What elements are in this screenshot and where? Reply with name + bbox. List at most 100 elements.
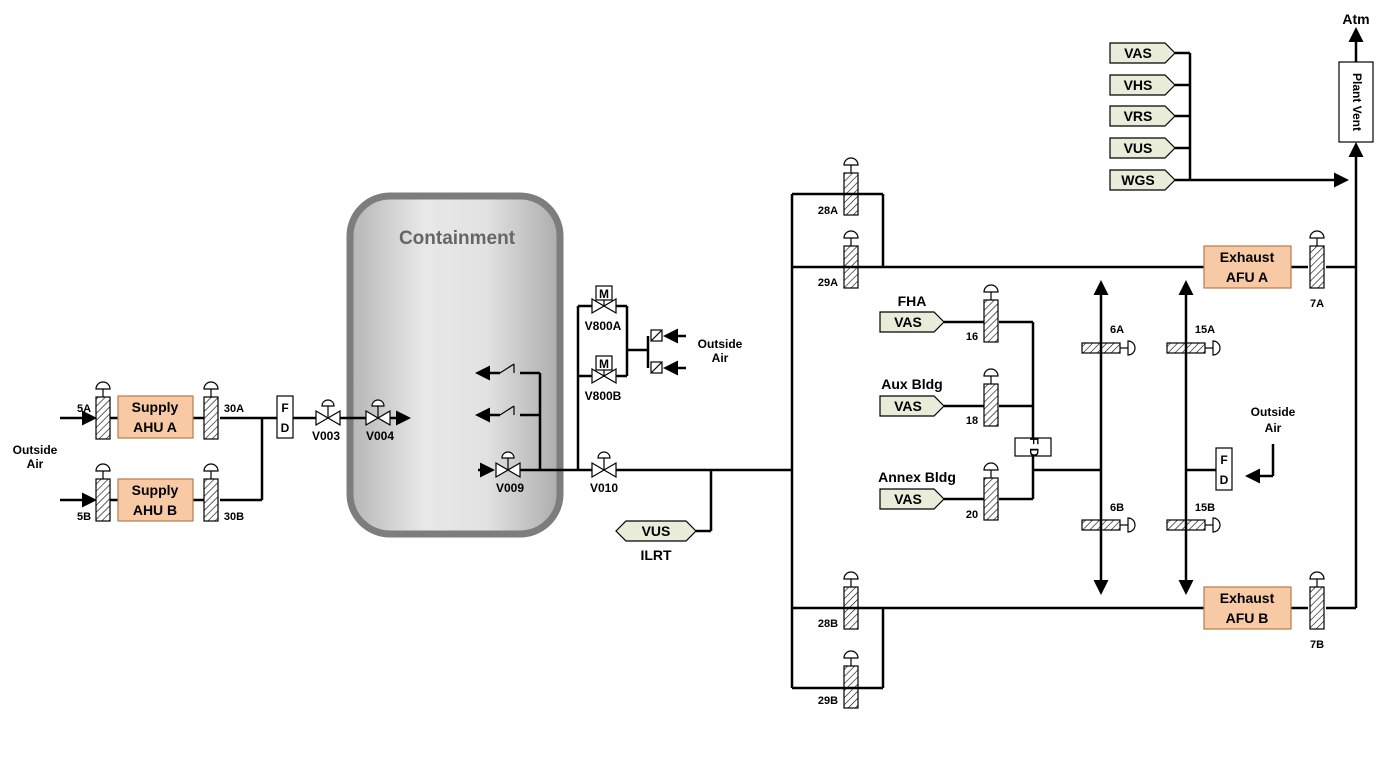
fire-damper-right: F D bbox=[1215, 447, 1233, 491]
damper-20-label: 20 bbox=[966, 509, 978, 521]
containment-vessel bbox=[346, 192, 564, 538]
valve-v800a-label: V800A bbox=[585, 319, 622, 333]
valve-v800a: V800A bbox=[585, 297, 622, 333]
damper-18-label: 18 bbox=[966, 415, 978, 427]
exhaust-afu-b-line1: Exhaust bbox=[1220, 590, 1275, 606]
ilrt-label: ILRT bbox=[640, 547, 672, 563]
valve-v800b-label: V800B bbox=[585, 389, 622, 403]
motor-b-label: M bbox=[599, 357, 609, 371]
damper-29b-label: 29B bbox=[818, 695, 838, 707]
area-annex-tag: VAS bbox=[894, 491, 922, 507]
area-annex-label: Annex Bldg bbox=[878, 469, 956, 485]
motor-operator-a: M bbox=[595, 285, 613, 306]
damper-15b-label: 15B bbox=[1195, 502, 1215, 514]
valve-v003: V003 bbox=[312, 399, 341, 443]
pipes bbox=[60, 27, 1364, 690]
vent-tag-vus-text: VUS bbox=[1124, 140, 1153, 156]
exhaust-afu-a: Exhaust AFU A bbox=[1203, 245, 1292, 289]
plant-vent-label: Plant Vent bbox=[1350, 73, 1364, 131]
supply-ahu-b-line1: Supply bbox=[132, 482, 179, 498]
motor-a-label: M bbox=[599, 287, 609, 301]
valve-v003-label: V003 bbox=[312, 429, 340, 443]
damper-20: 20 bbox=[966, 462, 999, 521]
area-aux-label: Aux Bldg bbox=[881, 376, 942, 392]
area-tag-annex: Annex Bldg VAS bbox=[878, 469, 956, 510]
damper-5a: 5A bbox=[77, 381, 111, 440]
supply-ahu-b-line2: AHU B bbox=[133, 502, 177, 518]
damper-29a: 29A bbox=[818, 230, 859, 289]
valve-v009: V009 bbox=[495, 451, 524, 495]
vent-tag-vhs-text: VHS bbox=[1124, 77, 1153, 93]
fire-damper-area: F D bbox=[1014, 437, 1052, 457]
supply-ahu-b: Supply AHU B bbox=[117, 478, 194, 522]
area-tag-fha: FHA VAS bbox=[879, 293, 945, 333]
ilrt-tag-text: VUS bbox=[642, 523, 671, 539]
vent-tag-vrs-text: VRS bbox=[1124, 108, 1153, 124]
outside-air-left-2: Air bbox=[27, 457, 44, 471]
fd2-text: F D bbox=[1027, 437, 1041, 457]
vent-tag-wgs-text: WGS bbox=[1121, 172, 1154, 188]
vent-tag-vas: VAS bbox=[1109, 42, 1176, 64]
outside-air-right-1: Outside bbox=[1251, 405, 1296, 419]
outside-air-right-2: Air bbox=[1265, 421, 1282, 435]
damper-28b-label: 28B bbox=[818, 618, 838, 630]
damper-7b: 7B bbox=[1309, 571, 1325, 651]
damper-29b: 29B bbox=[818, 650, 859, 709]
damper-5b: 5B bbox=[77, 463, 111, 523]
fd1-d: D bbox=[281, 421, 290, 435]
damper-18: 18 bbox=[966, 368, 999, 427]
valve-v010-label: V010 bbox=[590, 481, 618, 495]
valve-v800b: V800B bbox=[585, 367, 622, 403]
damper-7b-label: 7B bbox=[1310, 639, 1324, 651]
motor-operator-b: M bbox=[595, 355, 613, 376]
damper-28b: 28B bbox=[818, 571, 859, 630]
relief-valves bbox=[499, 363, 515, 416]
fd3-f: F bbox=[1220, 453, 1227, 467]
area-aux-tag: VAS bbox=[894, 398, 922, 414]
damper-6a: 6A bbox=[1081, 324, 1136, 356]
damper-5a-label: 5A bbox=[77, 403, 91, 415]
exhaust-afu-b-line2: AFU B bbox=[1226, 610, 1269, 626]
outside-air-mid-1: Outside bbox=[698, 337, 743, 351]
damper-15a-label: 15A bbox=[1195, 324, 1215, 336]
damper-30a-label: 30A bbox=[224, 403, 244, 415]
damper-30b-label: 30B bbox=[224, 511, 244, 523]
damper-16-label: 16 bbox=[966, 331, 978, 343]
atm-label: Atm bbox=[1342, 11, 1369, 27]
outside-air-left-1: Outside bbox=[13, 443, 58, 457]
valve-v004-label: V004 bbox=[366, 429, 394, 443]
vent-tag-vas-text: VAS bbox=[1124, 45, 1152, 61]
containment-label: Containment bbox=[399, 228, 516, 249]
vent-tag-wgs: WGS bbox=[1109, 169, 1176, 191]
fd3-d: D bbox=[1220, 473, 1229, 487]
damper-28a-label: 28A bbox=[818, 205, 838, 217]
area-tag-aux: Aux Bldg VAS bbox=[879, 376, 945, 417]
fire-damper-supply: F D bbox=[276, 395, 294, 439]
damper-15a: 15A bbox=[1166, 324, 1221, 356]
vent-tag-vrs: VRS bbox=[1109, 105, 1176, 127]
ilrt-tag: VUS ILRT bbox=[615, 520, 697, 563]
damper-30b: 30B bbox=[203, 463, 244, 523]
exhaust-afu-a-line2: AFU A bbox=[1226, 269, 1268, 285]
damper-30a: 30A bbox=[203, 381, 244, 440]
damper-7a: 7A bbox=[1309, 230, 1325, 310]
valve-v009-label: V009 bbox=[496, 481, 524, 495]
supply-ahu-a: Supply AHU A bbox=[117, 395, 194, 439]
damper-29a-label: 29A bbox=[818, 277, 838, 289]
vent-tag-vhs: VHS bbox=[1109, 74, 1176, 96]
area-fha-tag: VAS bbox=[894, 314, 922, 330]
outside-air-mid-2: Air bbox=[712, 351, 729, 365]
damper-5b-label: 5B bbox=[77, 511, 91, 523]
damper-6a-label: 6A bbox=[1110, 324, 1124, 336]
vent-tag-vus: VUS bbox=[1109, 137, 1176, 159]
fd2-f: F bbox=[1027, 437, 1041, 444]
damper-16: 16 bbox=[966, 284, 999, 343]
valve-v004: V004 bbox=[365, 399, 394, 443]
damper-15b: 15B bbox=[1166, 502, 1221, 533]
damper-6b-label: 6B bbox=[1110, 502, 1124, 514]
exhaust-afu-a-line1: Exhaust bbox=[1220, 249, 1275, 265]
damper-7a-label: 7A bbox=[1310, 298, 1324, 310]
valve-v010: V010 bbox=[590, 451, 618, 495]
plant-vent: Plant Vent bbox=[1338, 61, 1374, 143]
area-fha-label: FHA bbox=[898, 293, 927, 309]
